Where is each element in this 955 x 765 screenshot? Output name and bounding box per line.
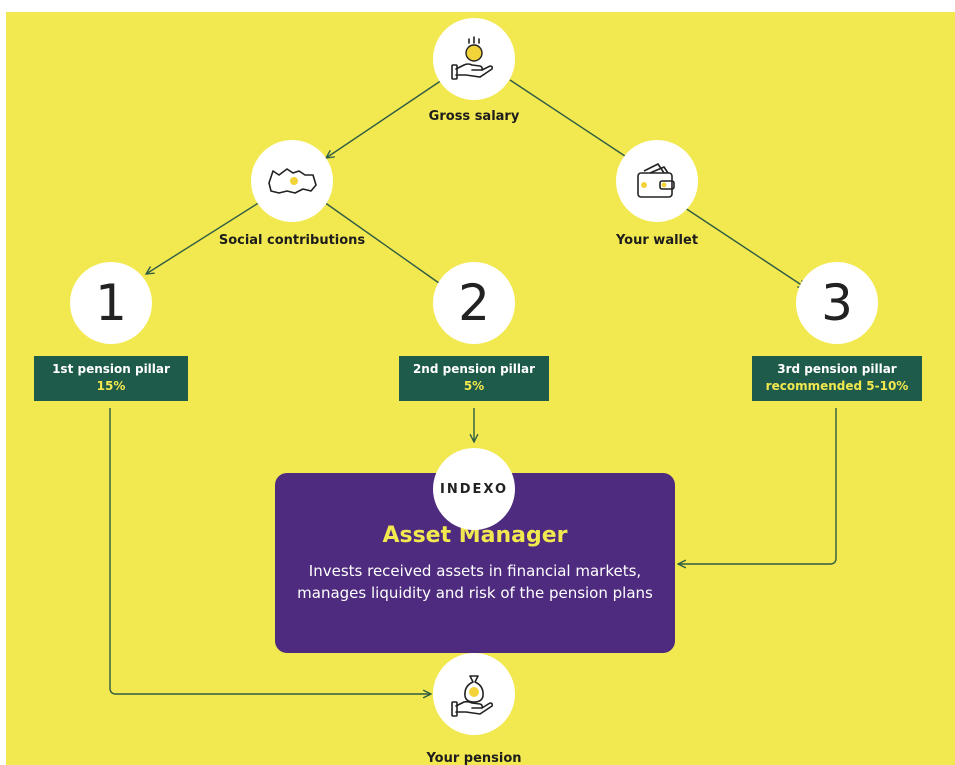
arrow-salary-to-wallet: [509, 79, 634, 162]
pillar-1-number: 1: [95, 274, 127, 332]
pillar-3-rate: recommended 5-10%: [765, 379, 909, 393]
flow-arrows: [109, 79, 837, 765]
pillar-2-box: 2nd pension pillar 5%: [399, 356, 549, 401]
arrow-pillar1-to-pension: [109, 408, 431, 694]
arrow-pillar3-to-manager: [678, 408, 837, 564]
pillar-3-box: 3rd pension pillar recommended 5-10%: [752, 356, 922, 401]
asset-manager-description: Invests received assets in financial mar…: [297, 562, 653, 602]
money-bag-hand-icon: [451, 675, 494, 717]
pillar-3-node: 3: [796, 262, 878, 344]
social-contributions-node: [251, 140, 333, 222]
pillar-2-title: 2nd pension pillar: [412, 362, 536, 376]
wallet-label: Your wallet: [615, 233, 699, 248]
pillar-1-title: 1st pension pillar: [52, 362, 170, 376]
pension-diagram: Gross salary Social contributions Your w…: [6, 12, 955, 765]
pillar-3-title: 3rd pension pillar: [777, 362, 897, 376]
social-contributions-label: Social contributions: [218, 233, 366, 248]
pillar-1-box: 1st pension pillar 15%: [34, 356, 188, 401]
arrow-wallet-to-pillar3: [675, 201, 806, 288]
pension-label: Your pension: [426, 751, 522, 765]
pension-node: [433, 653, 515, 735]
pillar-1-node: 1: [70, 262, 152, 344]
indexo-logo: INDEXO: [433, 448, 515, 530]
pillar-2-number: 2: [458, 274, 490, 332]
pillar-2-rate: 5%: [463, 379, 485, 393]
pillar-2-node: 2: [433, 262, 515, 344]
pillar-3-number: 3: [821, 274, 853, 332]
gross-salary-label: Gross salary: [428, 109, 520, 124]
arrow-salary-to-social: [326, 79, 443, 158]
coin-in-hand-icon: [451, 36, 494, 80]
gross-salary-node: [433, 18, 515, 100]
indexo-logo-text: INDEXO: [440, 481, 508, 497]
wallet-node: [616, 140, 698, 222]
arrow-social-to-pillar2: [323, 201, 446, 288]
country-map-icon: [268, 168, 317, 194]
arrow-social-to-pillar1: [146, 201, 261, 274]
wallet-icon: [637, 163, 675, 198]
pillar-1-rate: 15%: [96, 379, 126, 393]
